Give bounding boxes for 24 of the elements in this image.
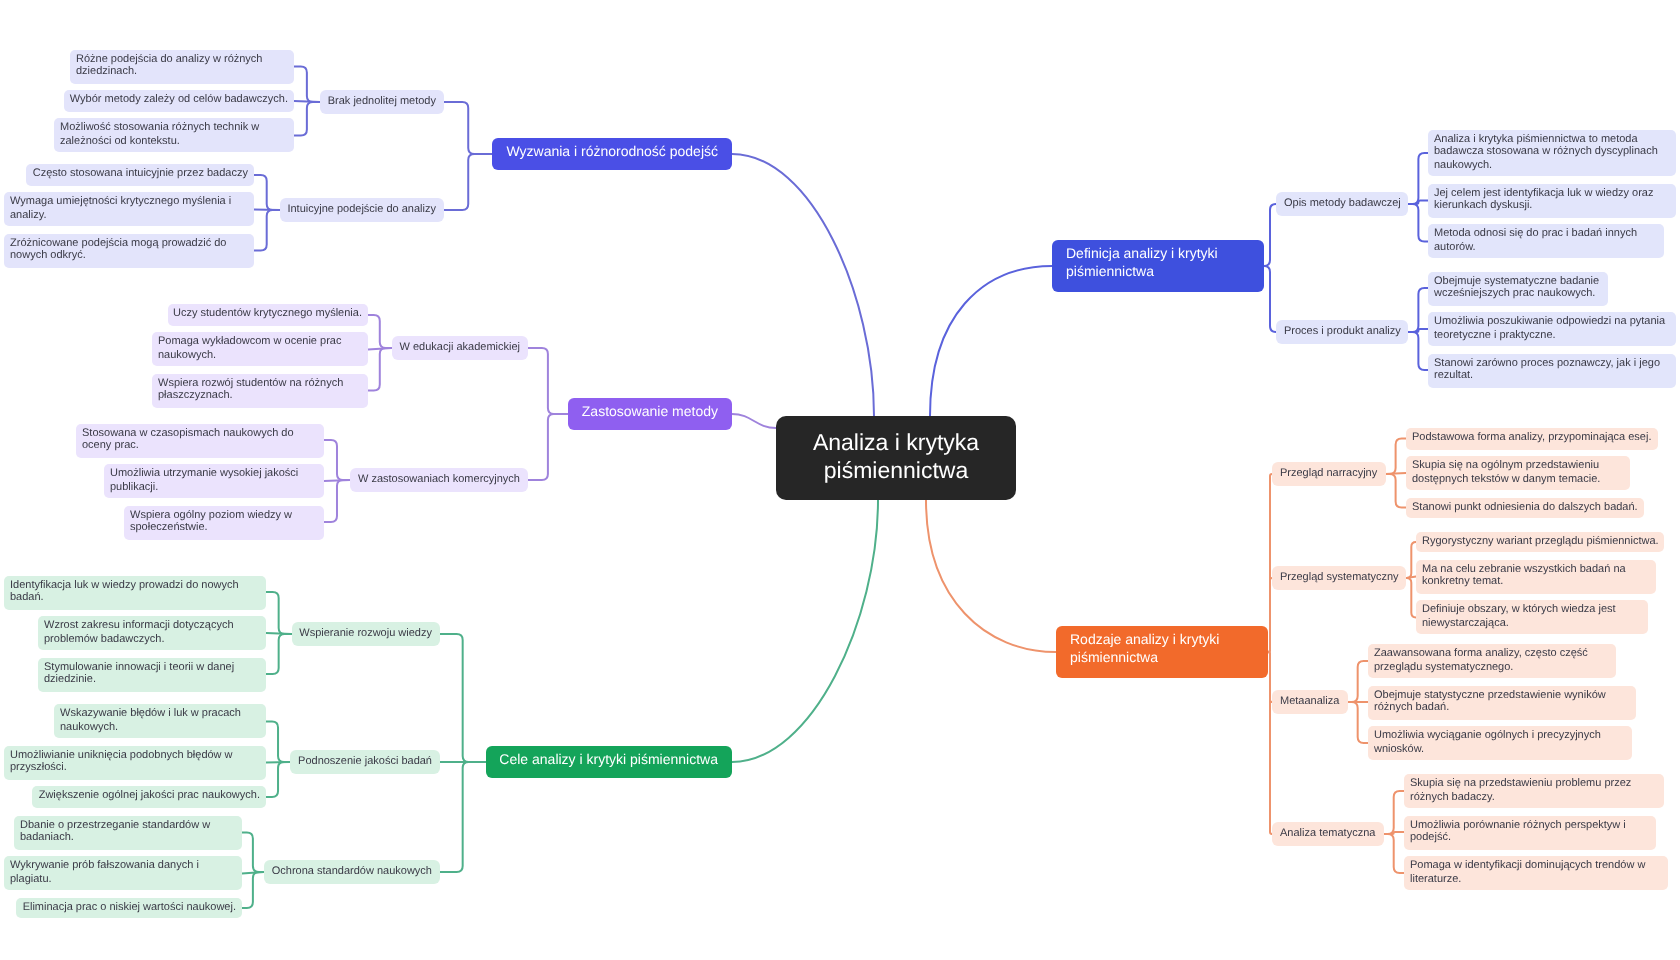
connector-line xyxy=(1263,265,1277,333)
connector-line xyxy=(1382,833,1405,874)
connector-line xyxy=(1346,701,1369,744)
connector-line xyxy=(1407,331,1429,371)
connector-line xyxy=(253,209,281,252)
branch-curve xyxy=(731,413,777,429)
central-topic: Analiza i krytyka piśmiennictwa xyxy=(776,416,1016,500)
connector-line xyxy=(265,633,293,675)
connector-line xyxy=(443,153,494,211)
connector-line xyxy=(1263,203,1277,267)
connector-line xyxy=(323,479,351,523)
branch-curve xyxy=(731,153,875,417)
branch-curve xyxy=(731,499,879,763)
connector-line xyxy=(241,871,265,909)
connector-line xyxy=(1267,651,1273,835)
connector-line xyxy=(1405,577,1417,619)
connector-line xyxy=(293,101,321,137)
connector-line xyxy=(1384,473,1407,509)
connector-line xyxy=(1407,203,1429,243)
branch-curve xyxy=(925,499,1057,653)
connector-line xyxy=(527,413,569,481)
branch-curve xyxy=(929,265,1053,417)
connector-line xyxy=(439,761,487,873)
connector-line xyxy=(1405,541,1417,579)
